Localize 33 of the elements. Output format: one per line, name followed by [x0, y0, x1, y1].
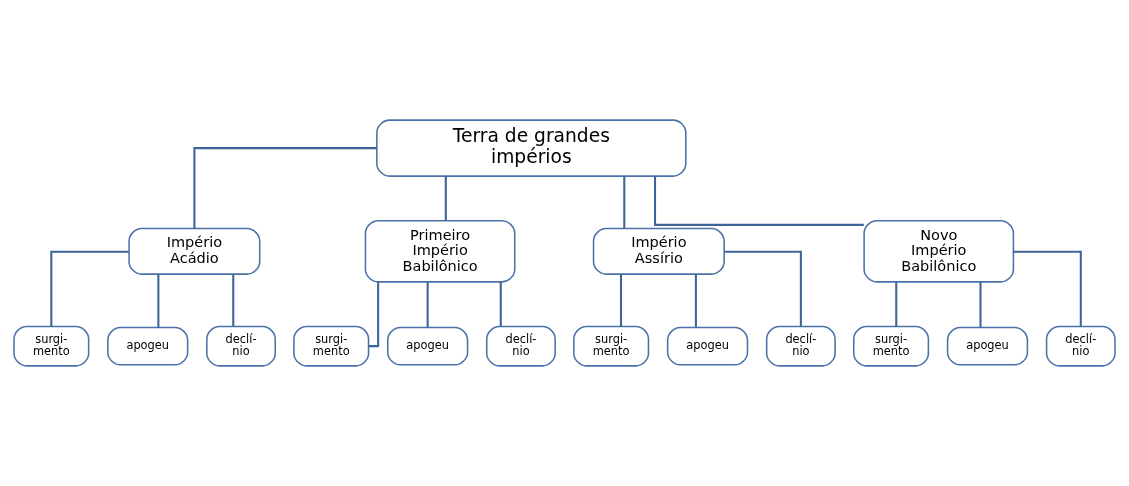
connector — [499, 282, 502, 327]
connector — [157, 274, 160, 328]
node-box: Império Assírio — [592, 227, 725, 275]
connector — [979, 282, 982, 328]
node-box: Terra de grandes impérios — [376, 119, 687, 177]
node-box: declí- nio — [206, 325, 277, 367]
node-box: apogeu — [946, 326, 1029, 366]
node-box: declí- nio — [485, 325, 556, 367]
node-box: surgi- mento — [13, 325, 90, 367]
node-box: declí- nio — [765, 325, 836, 367]
node-box: surgi- mento — [852, 325, 930, 367]
connector — [426, 282, 429, 328]
connector — [654, 176, 864, 226]
connector — [232, 274, 235, 327]
connector — [724, 250, 802, 327]
connector — [444, 176, 447, 221]
node-box: Império Acádio — [128, 227, 261, 275]
connector — [619, 274, 623, 327]
node-box: Primeiro Império Babilônico — [364, 219, 516, 283]
connector — [368, 282, 380, 348]
connector — [694, 274, 697, 328]
node-box: surgi- mento — [573, 325, 650, 367]
connector — [895, 282, 898, 327]
node-box: Novo Império Babilônico — [863, 219, 1015, 283]
node-box: declí- nio — [1045, 325, 1116, 367]
node-box: apogeu — [107, 326, 189, 366]
connector — [623, 176, 626, 229]
connector — [50, 250, 129, 327]
connector — [193, 147, 377, 229]
node-box: apogeu — [666, 326, 749, 366]
node-box: apogeu — [386, 326, 469, 366]
node-box: surgi- mento — [293, 325, 370, 367]
connector — [1013, 250, 1082, 327]
